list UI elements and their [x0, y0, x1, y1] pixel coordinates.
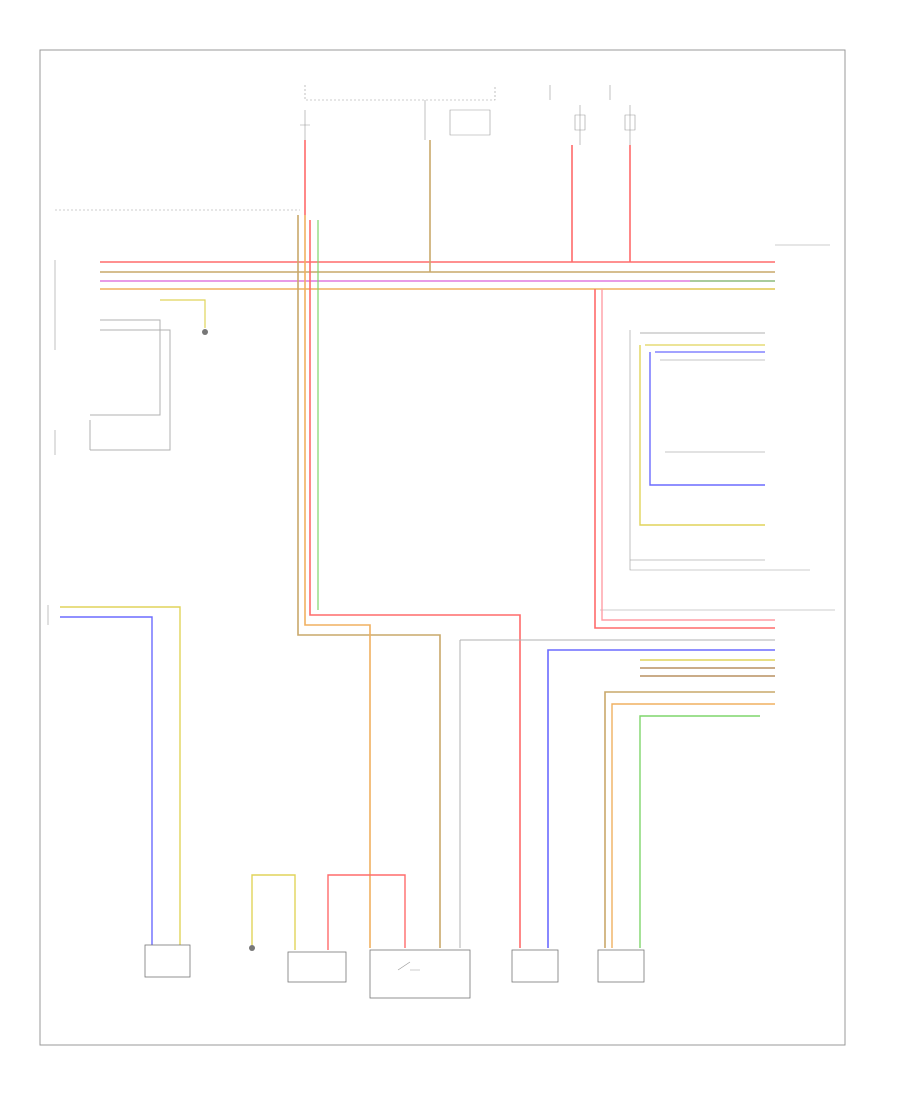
- wire-right-orange-b: [611, 703, 775, 948]
- wire-sensor-red: [327, 874, 406, 950]
- wire-bl-yellow: [60, 606, 181, 945]
- ground-point-bottom: [249, 945, 255, 951]
- component-c-switch: [397, 961, 420, 971]
- component-c-box: [369, 949, 471, 999]
- wire-right-tan-b: [604, 691, 775, 948]
- top-center-group: [300, 85, 496, 140]
- wire-hz-yellow: [639, 345, 765, 526]
- frame-hazard-box: [629, 330, 810, 571]
- wire-right-green-b: [639, 715, 760, 948]
- wire-trunk-red: [309, 220, 521, 948]
- wire-left-gray-a: [90, 319, 161, 416]
- wire-sensor-yellow: [251, 874, 296, 950]
- wire-left-gray-b: [90, 329, 171, 451]
- wire-trunk-orange: [304, 215, 371, 948]
- ground-point-left: [202, 329, 208, 335]
- diagram-frame: [39, 49, 846, 1046]
- wire-hz-blue: [649, 352, 765, 486]
- wire-right-red: [594, 289, 775, 629]
- component-d-box: [511, 949, 559, 983]
- component-e-box: [597, 949, 645, 983]
- component-b-box: [287, 951, 347, 983]
- wire-trunk-tan-a: [297, 215, 441, 948]
- wire-right-blue: [547, 649, 775, 948]
- wire-bus-to-ground: [160, 299, 206, 328]
- wire-bl-blue: [60, 616, 153, 945]
- top-right-fuses: [549, 85, 636, 145]
- wire-right-pink: [601, 289, 775, 621]
- component-a-box: [144, 944, 191, 978]
